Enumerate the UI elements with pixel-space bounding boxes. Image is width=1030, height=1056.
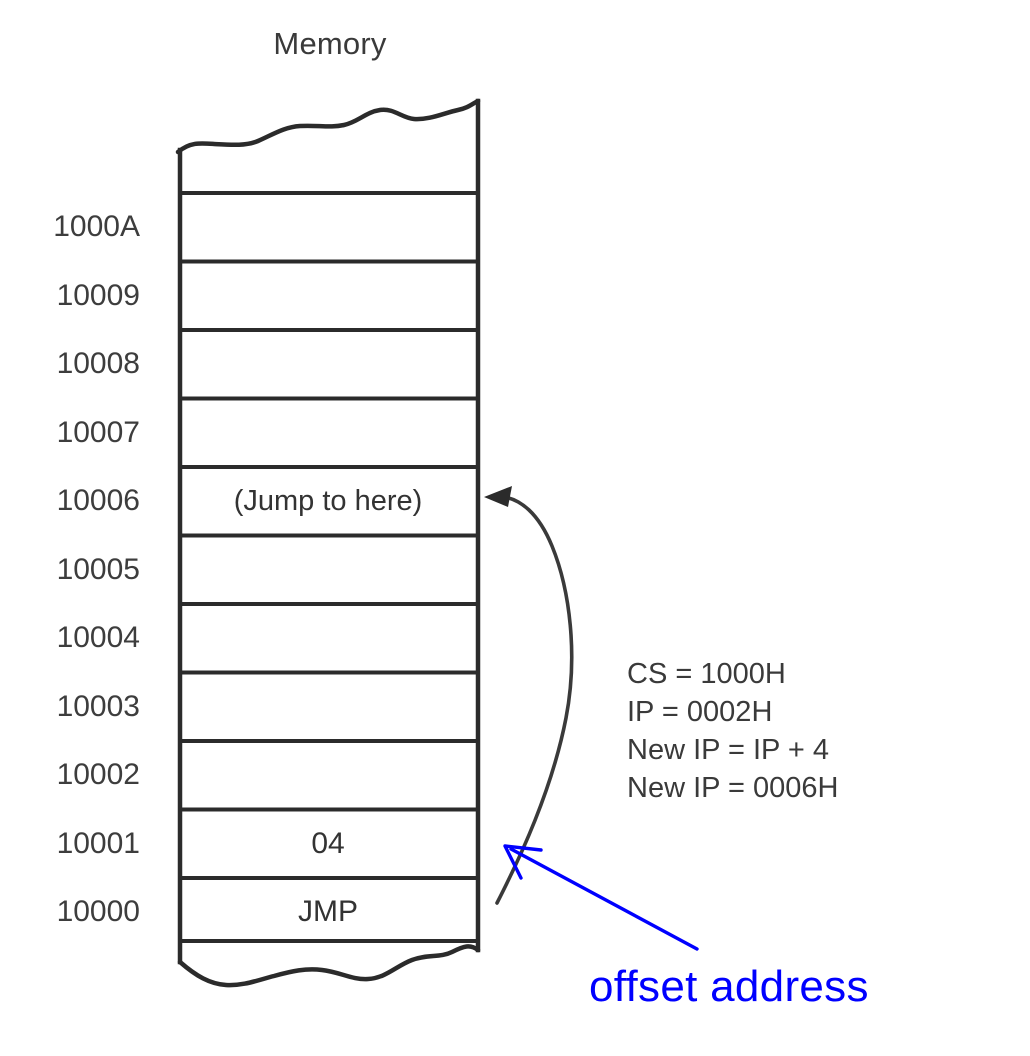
memory-cell-opcode: JMP [298,895,358,928]
page-title: Memory [273,26,387,61]
memory-cell [178,673,478,742]
address-label: 10003 [56,689,140,723]
memory-cell [178,741,478,810]
memory-cell-jump-target: (Jump to here) [233,485,423,517]
address-label: 10002 [56,758,140,791]
offset-pointer-head [503,844,543,880]
address-label: 10001 [56,826,140,860]
memory-cell-contents: (Jump to here) 04 JMP [178,193,478,947]
note-line-new-ip-value: New IP = 0006H [627,772,839,804]
offset-address-annotation: offset address [589,962,869,1011]
note-line-ip: IP = 0002H [627,696,773,728]
note-line-new-ip-formula: New IP = IP + 4 [627,734,830,766]
memory-cell [178,604,478,673]
memory-cell [178,330,478,399]
address-label: 10008 [56,347,140,380]
address-label: 10004 [56,621,140,654]
address-label: 10000 [56,895,140,928]
address-label: 10007 [56,415,140,449]
address-label: 10005 [56,552,140,586]
torn-top-edge [175,98,481,155]
memory-cell [178,399,478,468]
memory-cell [178,262,478,331]
jump-arrow-head [484,486,512,507]
address-label: 10006 [56,484,140,517]
memory-cell [178,193,478,262]
memory-cell [178,536,478,605]
address-label-column: 1000A 10009 10008 10007 10006 10005 1000… [0,193,158,947]
torn-bottom-edge [177,944,481,988]
note-line-cs: CS = 1000H [627,658,786,690]
offset-pointer-line [509,847,699,951]
jump-arrow-curve [495,495,574,905]
address-label: 10009 [56,278,140,312]
memory-cell-operand: 04 [311,826,345,860]
address-label: 1000A [53,210,140,243]
register-notes: CS = 1000H IP = 0002H New IP = IP + 4 Ne… [627,655,838,807]
